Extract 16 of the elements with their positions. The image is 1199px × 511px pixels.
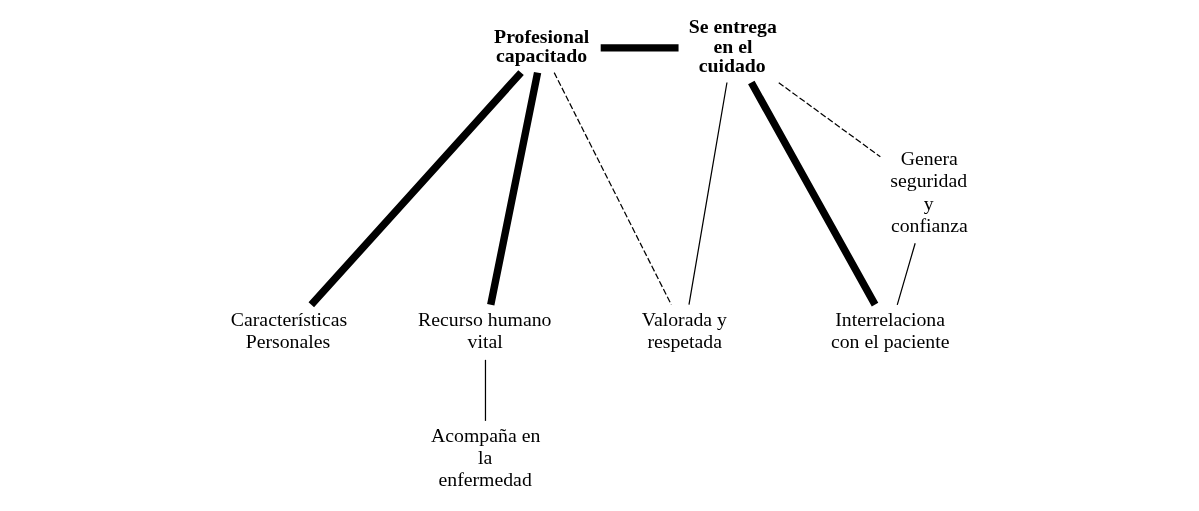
connector <box>778 82 881 158</box>
connector <box>688 81 728 306</box>
node-text: Profesional capacitado <box>494 24 590 67</box>
node-text: Acompaña en la enfermedad <box>431 423 541 491</box>
node-text: Recurso humano vital <box>418 307 552 352</box>
node-text: Genera seguridad y confianza <box>890 147 968 236</box>
node-text: Valorada y respetada <box>641 307 727 352</box>
connector <box>748 80 879 307</box>
node-text: Características Personales <box>230 307 348 352</box>
connector <box>553 72 672 306</box>
node-text: Interrelaciona con el paciente <box>830 307 950 352</box>
connector <box>487 71 542 306</box>
connector <box>484 359 487 422</box>
connector <box>308 70 524 308</box>
connector <box>896 242 916 306</box>
node-text: Se entrega en el cuidado <box>688 14 777 77</box>
